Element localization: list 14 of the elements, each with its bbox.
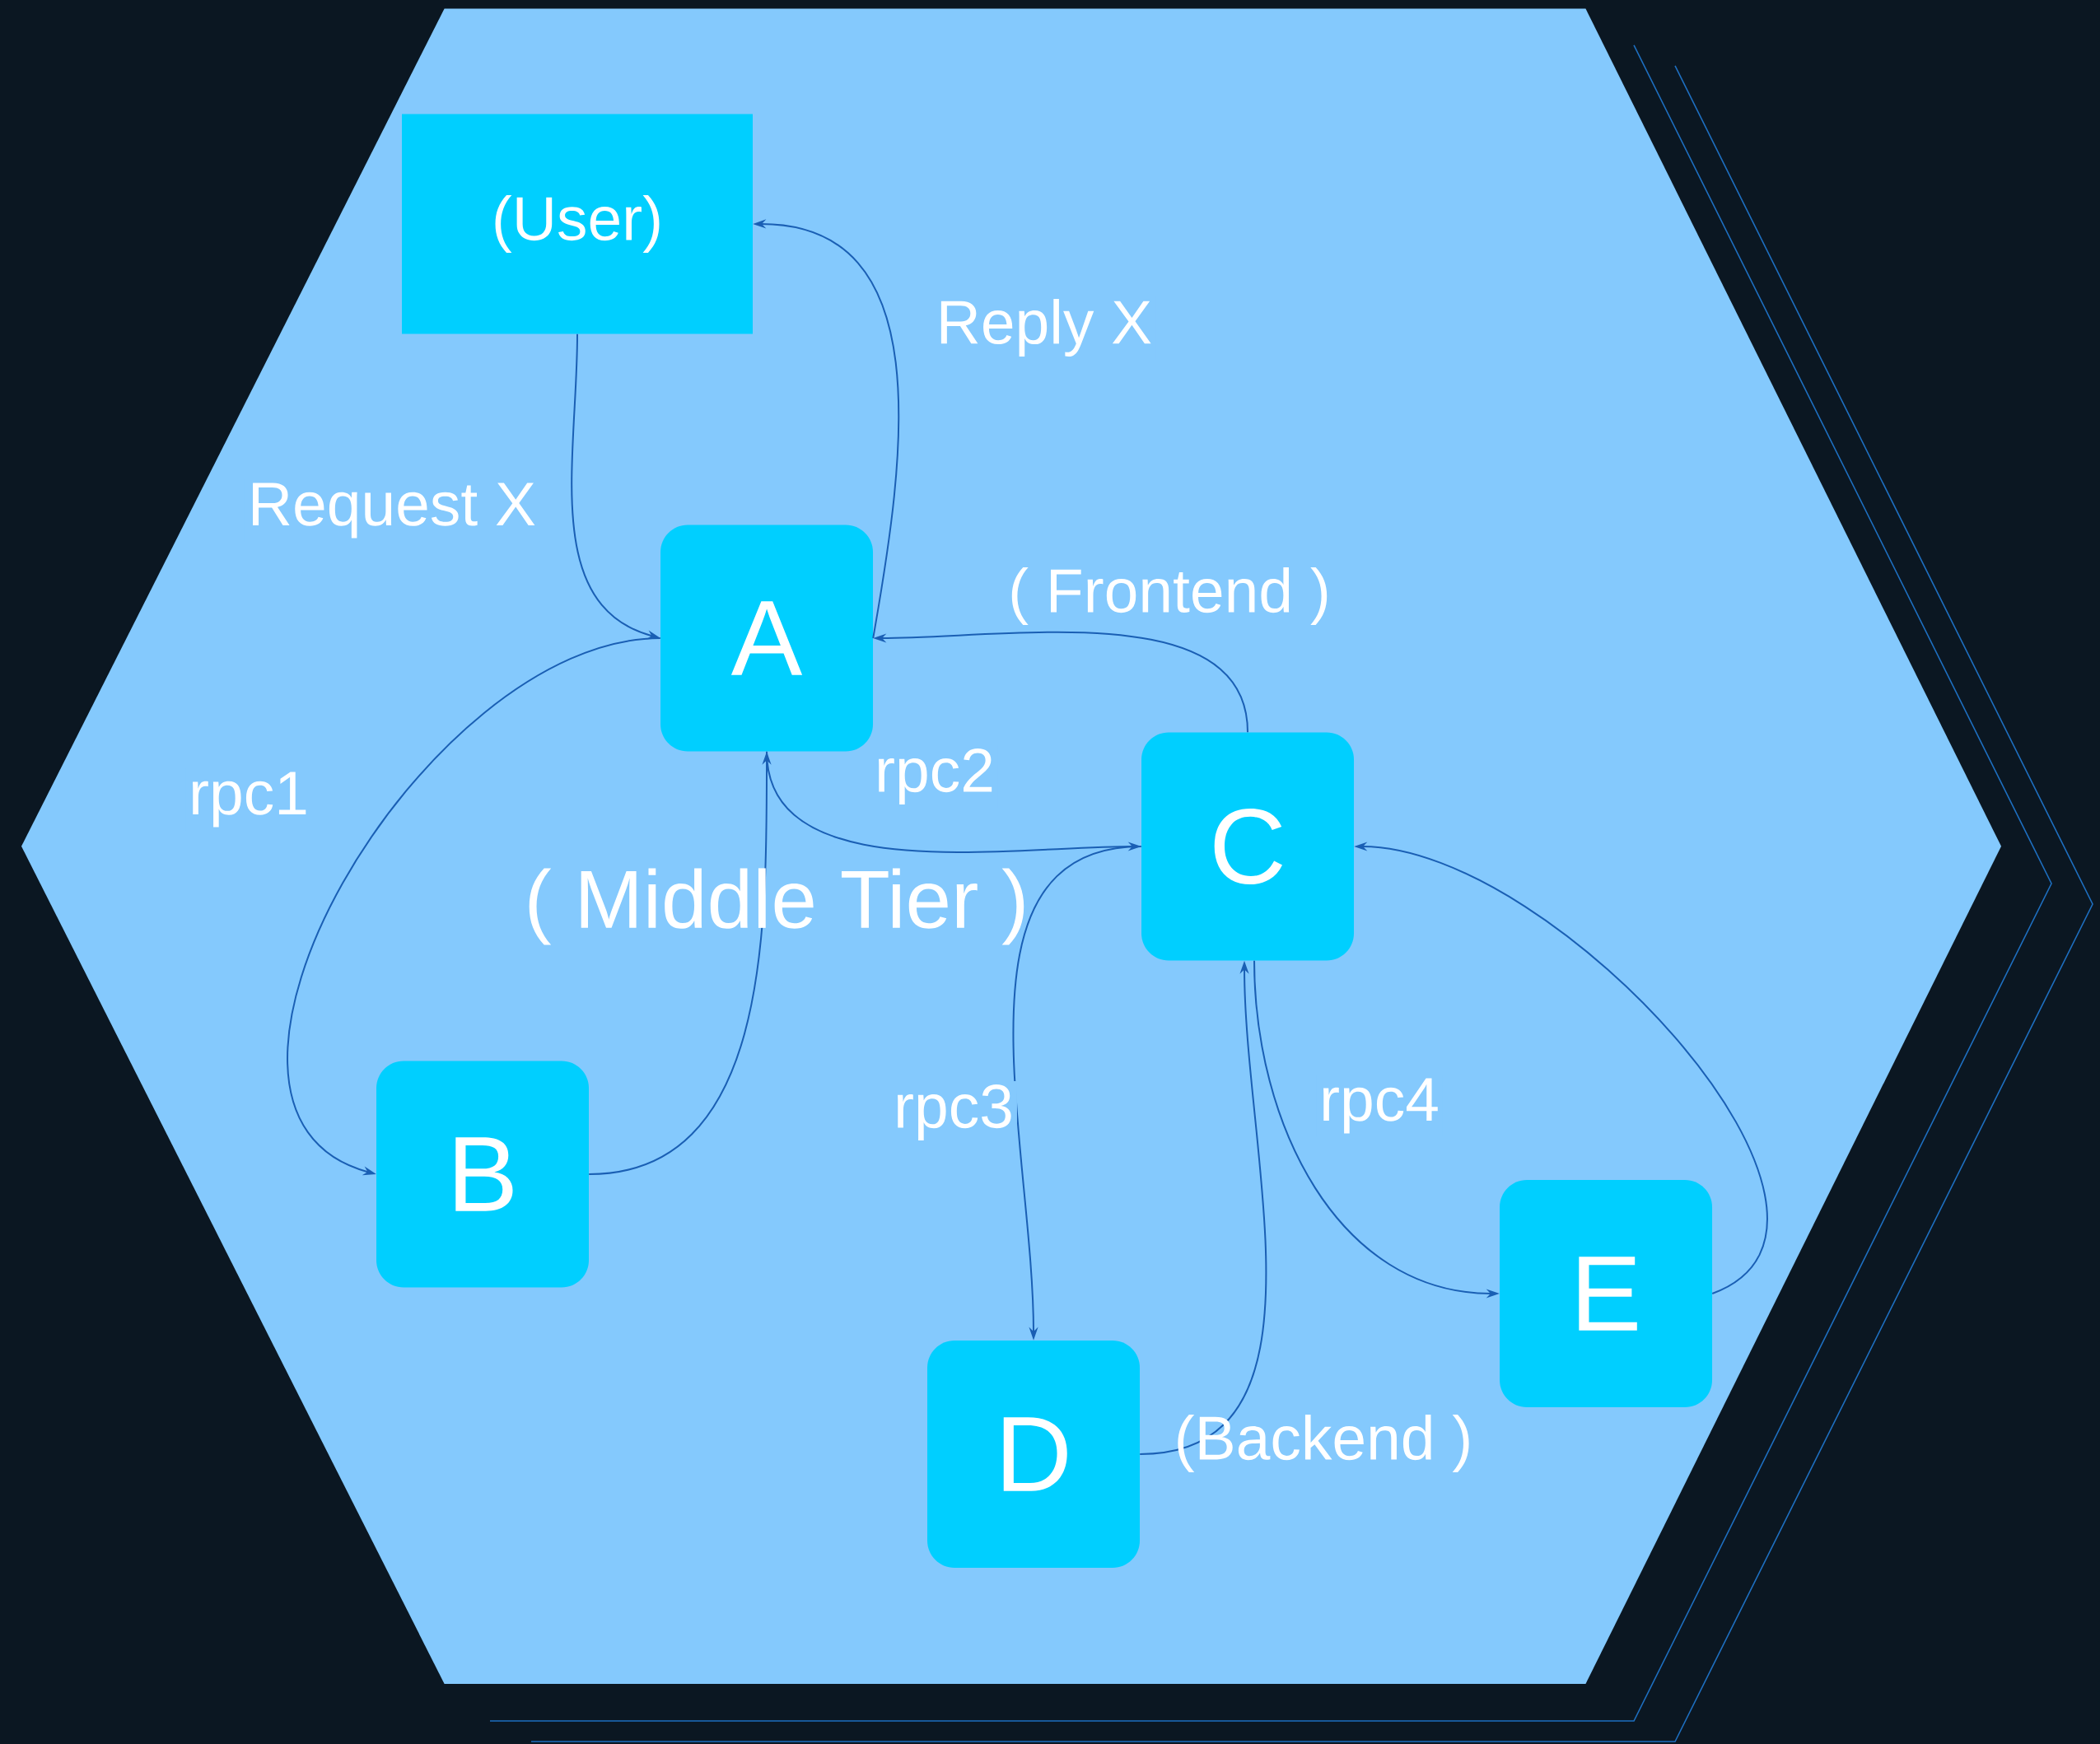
edge-label: Request X <box>244 479 540 542</box>
edge-label: rpc1 <box>185 768 312 831</box>
service-box: C <box>1141 732 1354 961</box>
service-box: B <box>376 1061 589 1288</box>
edge-label: Reply X <box>932 296 1156 360</box>
tier-label: (Backend ) <box>1178 1415 1469 1472</box>
service-box: A <box>660 525 873 752</box>
tier-label: ( Frontend ) <box>1011 567 1328 625</box>
service-box: E <box>1500 1180 1713 1407</box>
service-box: D <box>927 1341 1140 1568</box>
edge-label: rpc3 <box>890 1081 1017 1144</box>
edge-label: rpc4 <box>1316 1075 1443 1137</box>
user-box: (User) <box>402 114 753 334</box>
edge-label: rpc2 <box>871 745 998 808</box>
